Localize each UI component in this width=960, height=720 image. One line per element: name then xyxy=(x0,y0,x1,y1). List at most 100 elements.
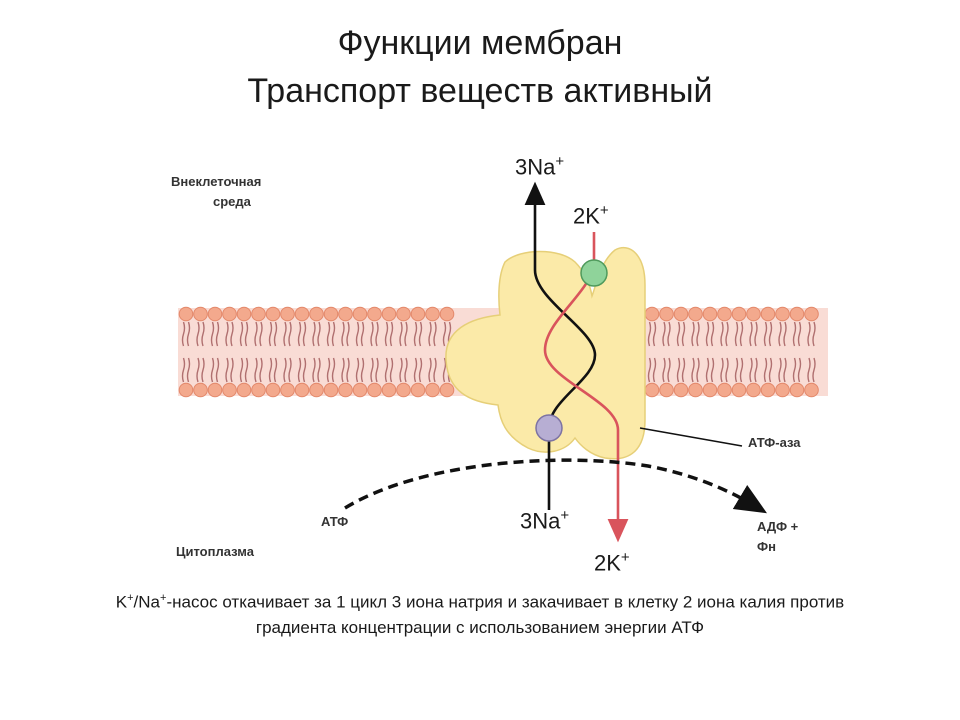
lipid-tail xyxy=(705,321,710,347)
lipid-tail xyxy=(273,321,278,347)
lipid-head xyxy=(222,382,237,398)
lipid-tail xyxy=(763,321,768,347)
lipid-head xyxy=(775,306,790,322)
lipid-head xyxy=(323,382,339,398)
lipid-head xyxy=(731,382,747,398)
lipid-head xyxy=(207,382,223,398)
lipid-tail xyxy=(268,321,273,347)
lipid-tail xyxy=(404,321,408,347)
lipid-head xyxy=(265,382,281,398)
sodium-transport-path xyxy=(524,181,597,510)
lipid-tail xyxy=(181,357,186,383)
lipid-head xyxy=(236,382,252,398)
lipid-head xyxy=(193,306,208,322)
lipid-tail xyxy=(433,357,437,383)
lipid-head xyxy=(410,382,426,398)
lipid-tail xyxy=(186,357,191,383)
lipid-tail xyxy=(317,357,321,383)
adp-label-line1: АДФ + xyxy=(757,519,799,534)
lipid-tail xyxy=(297,321,302,347)
lipid-tail xyxy=(254,357,258,383)
lipid-tail xyxy=(259,321,263,347)
lipid-tail xyxy=(812,357,816,383)
lipid-tail xyxy=(681,321,686,347)
lipid-head xyxy=(775,382,790,398)
extracellular-label-line2: среда xyxy=(213,194,251,209)
lipid-tail xyxy=(720,357,724,383)
caption-line2: градиента концентрации с использованием … xyxy=(255,617,705,637)
lipid-tail xyxy=(201,357,205,383)
lipid-tail xyxy=(710,357,715,383)
lipid-tail xyxy=(317,321,321,347)
lipid-head xyxy=(439,306,455,322)
lipid-tail xyxy=(384,321,389,347)
lipid-tail xyxy=(442,357,447,383)
lipid-tail xyxy=(720,321,724,347)
lipid-head xyxy=(659,306,674,322)
lipid-tail xyxy=(696,357,700,383)
lipid-head xyxy=(673,306,689,322)
lipid-head xyxy=(294,382,310,398)
lipid-tail xyxy=(734,357,739,383)
lipid-tail xyxy=(792,321,797,347)
lipid-tail xyxy=(326,357,331,383)
lipid-tail xyxy=(696,321,700,347)
lipid-head xyxy=(731,306,747,322)
lipid-tail xyxy=(710,321,715,347)
cytoplasm-label: Цитоплазма xyxy=(176,544,254,559)
lipid-head xyxy=(804,382,819,398)
lipid-tail xyxy=(676,357,681,383)
lipid-tail xyxy=(375,357,379,383)
lipid-tail xyxy=(691,357,695,383)
sodium-binding-site xyxy=(535,414,563,442)
lipid-tail xyxy=(312,321,316,347)
lipid-tail xyxy=(331,321,336,347)
lipid-head xyxy=(644,382,660,398)
lipid-head xyxy=(644,306,660,322)
lipid-tail xyxy=(355,321,360,347)
lipid-tail xyxy=(404,357,408,383)
lipid-tail xyxy=(667,357,671,383)
lipid-tail xyxy=(667,321,671,347)
lipid-tail xyxy=(389,321,394,347)
lipid-tail xyxy=(375,321,379,347)
lipid-tail xyxy=(413,357,418,383)
lipid-head xyxy=(789,382,805,398)
extracellular-label: Внеклеточная среда xyxy=(171,172,331,212)
lipid-head xyxy=(717,306,732,322)
lipid-head xyxy=(396,382,411,398)
lipid-tail xyxy=(341,321,345,347)
lipid-tail xyxy=(259,357,263,383)
lipid-head xyxy=(688,306,703,322)
lipid-head xyxy=(367,382,382,398)
adp-label: АДФ + Фн xyxy=(757,517,837,557)
lipid-head xyxy=(439,382,455,398)
lipid-tail xyxy=(230,357,234,383)
lipid-tail xyxy=(225,357,229,383)
lipid-tail xyxy=(302,357,307,383)
atpase-pointer xyxy=(639,427,743,447)
atp-hydrolysis-arrow xyxy=(344,458,768,514)
lipid-tail xyxy=(254,321,258,347)
lipid-head xyxy=(309,306,324,322)
lipid-tail xyxy=(652,357,657,383)
lipid-tail xyxy=(210,321,215,347)
lipid-tail xyxy=(210,357,215,383)
lipid-tail xyxy=(739,357,744,383)
lipid-tail xyxy=(433,321,437,347)
lipid-head xyxy=(323,306,339,322)
page-title: Функции мембран xyxy=(337,24,623,62)
lipid-head xyxy=(760,306,776,322)
potassium-in-label: 2K+ xyxy=(594,549,630,576)
lipid-head xyxy=(178,306,194,322)
lipid-tail xyxy=(428,357,432,383)
lipid-head xyxy=(352,382,368,398)
lipid-tail xyxy=(360,357,365,383)
lipid-bilayer xyxy=(178,306,828,398)
lipid-head xyxy=(746,382,761,398)
potassium-binding-site xyxy=(580,259,608,287)
lipid-head xyxy=(309,382,324,398)
lipid-head xyxy=(702,306,718,322)
lipid-tail xyxy=(288,321,292,347)
